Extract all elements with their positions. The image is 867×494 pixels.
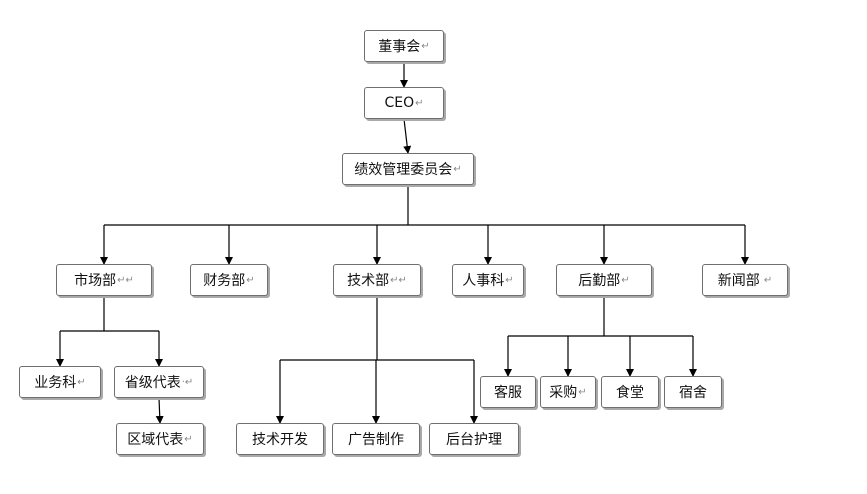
connector-province_rep-region_rep [155,397,164,424]
node-customer-service: 客服 [480,376,536,408]
node-finance: 财务部↵ [190,264,268,296]
node-ad-prod: 广告制作 [332,423,420,455]
node-province-rep: 省级代表·↵ [114,366,204,398]
node-hr: 人事科↵ [452,264,524,296]
node-dormitory: 宿舍 [664,376,722,408]
node-tech-dev: 技术开发 [236,423,324,455]
node-board: 董事会↵ [364,30,444,62]
node-region-rep: 区域代表↵ [116,423,204,455]
node-business: 业务科↵ [19,366,101,398]
node-backend-care: 后台护理 [429,423,519,455]
node-ceo: CEO↵ [364,87,444,119]
node-purchasing: 采购↵ [540,376,596,408]
node-market: 市场部↵↵ [56,264,152,296]
node-canteen: 食堂 [601,376,659,408]
node-logistics: 后勤部↵ [556,264,652,296]
connector-ceo-committee [403,118,412,154]
node-news: 新闻部 ↵ [702,264,788,296]
node-committee: 绩效管理委员会↵ [342,153,474,185]
node-tech: 技术部↵↵ [333,264,421,296]
